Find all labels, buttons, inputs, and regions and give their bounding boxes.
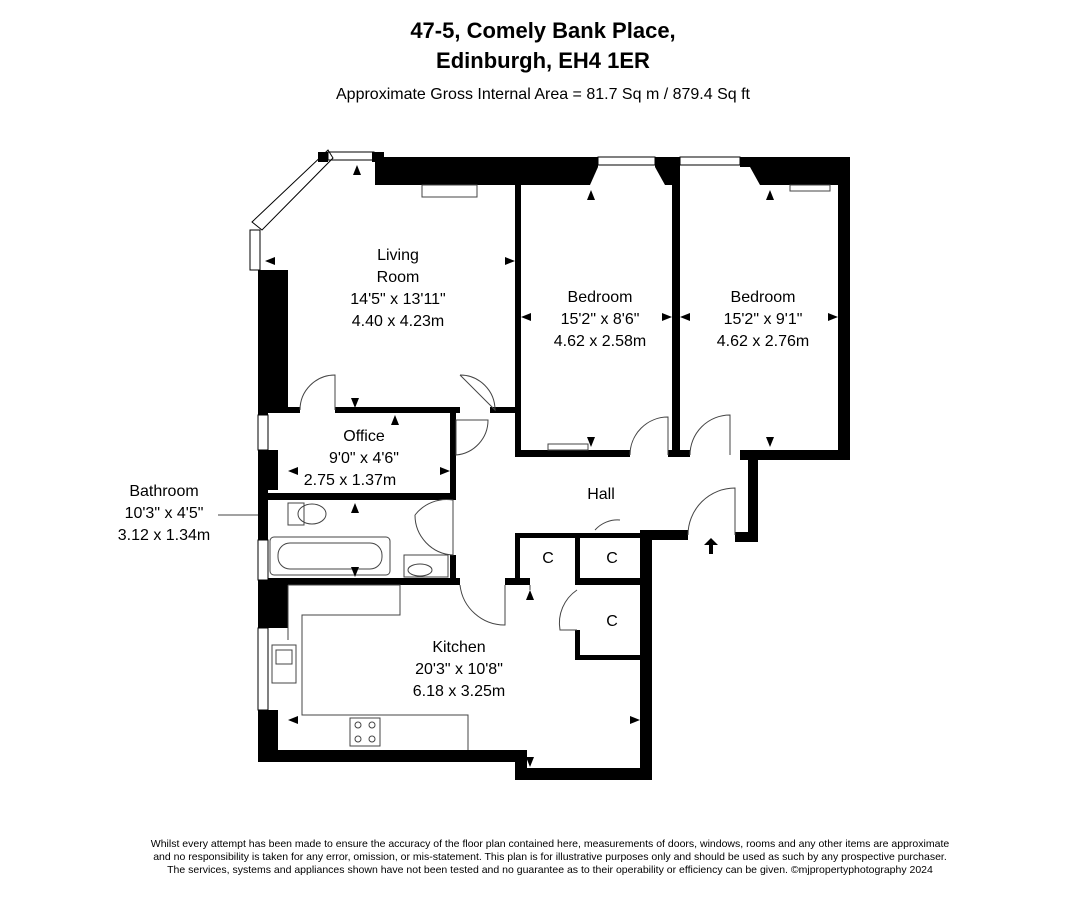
kitchen-imperial: 20'3" x 10'8" [415,661,503,678]
address-line-1: 47-5, Comely Bank Place, [410,18,676,43]
cupboard-label: C [606,550,618,567]
disclaimer-line: and no responsibility is taken for any e… [153,851,947,863]
gross-area: Approximate Gross Internal Area = 81.7 S… [336,86,750,103]
walls [258,152,850,780]
bedroom2-imperial: 15'2" x 9'1" [724,311,803,328]
cupboard-label: C [606,613,618,630]
bathroom-metric: 3.12 x 1.34m [118,527,211,544]
living-room-imperial: 14'5" x 13'11" [350,291,445,308]
disclaimer-line: The services, systems and appliances sho… [167,864,933,876]
bedroom1-label: Bedroom [568,289,633,306]
kitchen-metric: 6.18 x 3.25m [413,683,506,700]
kitchen-label: Kitchen [432,639,485,656]
living-room-metric: 4.40 x 4.23m [352,313,445,330]
bedroom2-metric: 4.62 x 2.76m [717,333,810,350]
measure-arrows [265,165,838,767]
bathroom-label: Bathroom [129,483,198,500]
hall-label: Hall [587,486,615,503]
bedroom1-metric: 4.62 x 2.58m [554,333,647,350]
living-room-label-2: Room [377,269,420,286]
office-label: Office [343,428,385,445]
entrance-arrow-icon [704,538,718,554]
office-imperial: 9'0" x 4'6" [329,450,399,467]
bedroom2-label: Bedroom [731,289,796,306]
living-room-label: Living [377,247,419,264]
fixtures [218,184,831,750]
disclaimer: Whilst every attempt has been made to en… [100,838,1000,877]
bathroom-imperial: 10'3" x 4'5" [125,505,204,522]
bedroom1-imperial: 15'2" x 8'6" [561,311,640,328]
disclaimer-line: Whilst every attempt has been made to en… [150,838,950,850]
cupboard-label: C [542,550,554,567]
room-labels: Living Room 14'5" x 13'11" 4.40 x 4.23m … [118,247,810,700]
windows [249,149,741,711]
office-metric: 2.75 x 1.37m [304,472,397,489]
address-line-2: Edinburgh, EH4 1ER [436,48,650,73]
